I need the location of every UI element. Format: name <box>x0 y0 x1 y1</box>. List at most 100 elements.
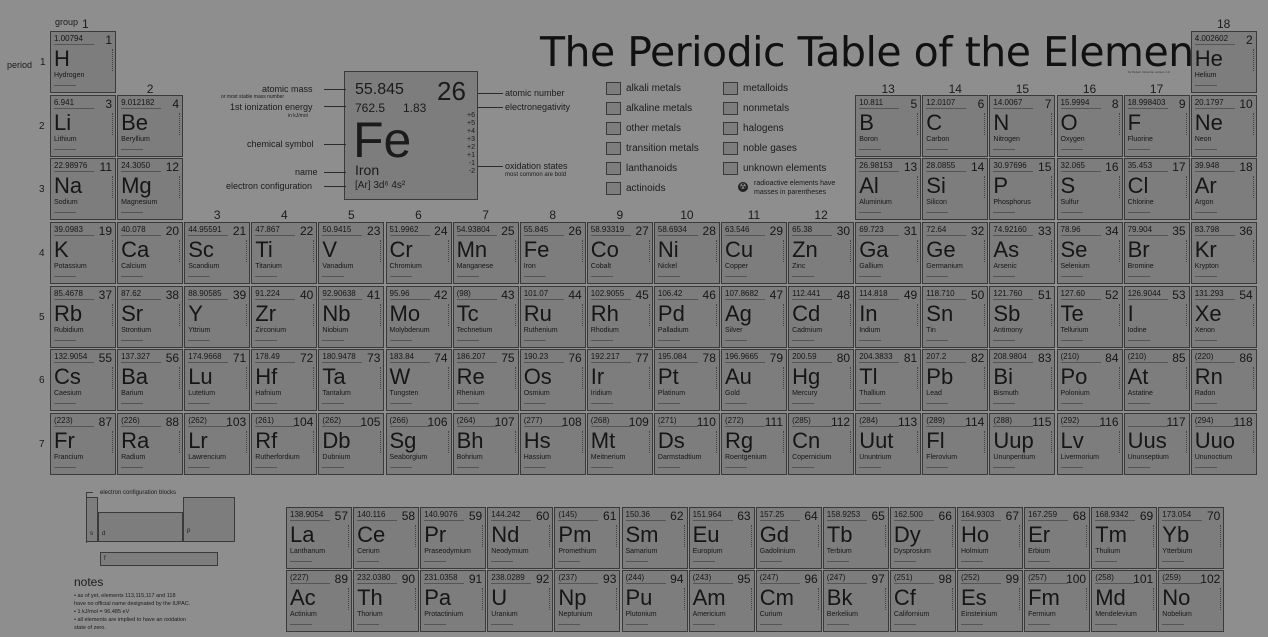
element-cell-as[interactable]: 74.9216033AsArsenic <box>989 222 1056 284</box>
element-cell-pt[interactable]: 195.08478PtPlatinum <box>653 349 720 411</box>
element-cell-ne[interactable]: 20.179710NeNeon <box>1190 95 1257 157</box>
element-cell-p[interactable]: 30.9769615PPhosphorus <box>989 158 1056 220</box>
element-cell-uut[interactable]: (284)113UutUnuntrium <box>855 413 922 475</box>
element-cell-tm[interactable]: 168.934269TmThulium <box>1091 507 1158 569</box>
element-cell-no[interactable]: (259)102NoNobelium <box>1158 570 1225 632</box>
element-cell-ce[interactable]: 140.11658CeCerium <box>353 507 420 569</box>
element-cell-uup[interactable]: (288)115UupUnunpentium <box>989 413 1056 475</box>
element-cell-co[interactable]: 58.9331927CoCobalt <box>586 222 653 284</box>
element-cell-sr[interactable]: 87.6238SrStrontium <box>117 286 184 348</box>
element-cell-er[interactable]: 167.25968ErErbium <box>1024 507 1091 569</box>
element-cell-np[interactable]: (237)93NpNeptunium <box>554 570 621 632</box>
element-cell-lv[interactable]: (292)116LvLivermorium <box>1056 413 1123 475</box>
element-cell-pa[interactable]: 231.035891PaProtactinium <box>420 570 487 632</box>
element-cell-s[interactable]: 32.06516SSulfur <box>1056 158 1123 220</box>
element-cell-f[interactable]: 18.9984039FFluorine <box>1123 95 1190 157</box>
element-cell-ir[interactable]: 192.21777IrIridium <box>586 349 653 411</box>
element-cell-yb[interactable]: 173.05470YbYtterbium <box>1158 507 1225 569</box>
element-cell-cu[interactable]: 63.54629CuCopper <box>721 222 787 284</box>
element-cell-o[interactable]: 15.99948OOxygen <box>1056 95 1123 157</box>
element-cell-ti[interactable]: 47.86722TiTitanium <box>251 222 318 284</box>
element-cell-po[interactable]: (210)84PoPolonium <box>1056 349 1123 411</box>
element-cell-sn[interactable]: 118.71050SnTin <box>922 286 989 348</box>
element-cell-mn[interactable]: 54.9380425MnManganese <box>452 222 519 284</box>
element-cell-pm[interactable]: (145)61PmPromethium <box>554 507 621 569</box>
element-cell-uus[interactable]: 117UusUnunseptium <box>1123 413 1190 475</box>
element-cell-nd[interactable]: 144.24260NdNeodymium <box>487 507 554 569</box>
element-cell-db[interactable]: (262)105DbDubnium <box>318 413 385 475</box>
element-cell-re[interactable]: 186.20775ReRhenium <box>452 349 519 411</box>
element-cell-te[interactable]: 127.6052TeTellurium <box>1056 286 1123 348</box>
element-cell-b[interactable]: 10.8115BBoron <box>855 95 922 157</box>
element-cell-sg[interactable]: (266)106SgSeaborgium <box>385 413 452 475</box>
element-cell-al[interactable]: 26.9815313AlAluminium <box>855 158 922 220</box>
element-cell-cd[interactable]: 112.44148CdCadmium <box>788 286 855 348</box>
element-cell-hg[interactable]: 200.5980HgMercury <box>788 349 855 411</box>
element-cell-cl[interactable]: 35.45317ClChlorine <box>1123 158 1190 220</box>
element-cell-n[interactable]: 14.00677NNitrogen <box>989 95 1056 157</box>
element-cell-sc[interactable]: 44.9559121ScScandium <box>184 222 251 284</box>
element-cell-rb[interactable]: 85.467837RbRubidium <box>50 286 116 348</box>
element-cell-se[interactable]: 78.9634SeSelenium <box>1056 222 1123 284</box>
element-cell-sb[interactable]: 121.76051SbAntimony <box>989 286 1056 348</box>
element-cell-pd[interactable]: 106.4246PdPalladium <box>653 286 720 348</box>
element-cell-rf[interactable]: (261)104RfRutherfordium <box>251 413 318 475</box>
element-cell-ca[interactable]: 40.07820CaCalcium <box>117 222 184 284</box>
element-cell-nb[interactable]: 92.9063841NbNiobium <box>318 286 385 348</box>
element-cell-th[interactable]: 232.038090ThThorium <box>353 570 420 632</box>
element-cell-pu[interactable]: (244)94PuPlutonium <box>621 570 688 632</box>
element-cell-cs[interactable]: 132.905455CsCaesium <box>50 349 116 411</box>
element-cell-fr[interactable]: (223)87FrFrancium <box>50 413 116 475</box>
element-cell-si[interactable]: 28.085514SiSilicon <box>922 158 989 220</box>
element-cell-au[interactable]: 196.966579AuGold <box>721 349 787 411</box>
element-cell-hf[interactable]: 178.4972HfHafnium <box>251 349 318 411</box>
element-cell-ac[interactable]: (227)89AcActinium <box>286 570 352 632</box>
element-cell-li[interactable]: 6.9413LiLithium <box>50 95 116 157</box>
element-cell-am[interactable]: (243)95AmAmericium <box>688 570 755 632</box>
element-cell-es[interactable]: (252)99EsEinsteinium <box>957 570 1023 632</box>
element-cell-h[interactable]: 1.007941HHydrogen <box>50 31 116 93</box>
element-cell-eu[interactable]: 151.96463EuEuropium <box>688 507 755 569</box>
element-cell-ds[interactable]: (271)110DsDarmstadtium <box>653 413 720 475</box>
element-cell-pb[interactable]: 207.282PbLead <box>922 349 989 411</box>
element-cell-c[interactable]: 12.01076CCarbon <box>922 95 989 157</box>
element-cell-bi[interactable]: 208.980483BiBismuth <box>989 349 1056 411</box>
element-cell-md[interactable]: (258)101MdMendelevium <box>1091 570 1158 632</box>
element-cell-mt[interactable]: (268)109MtMeitnerium <box>586 413 653 475</box>
element-cell-bk[interactable]: (247)97BkBerkelium <box>822 570 889 632</box>
element-cell-in[interactable]: 114.81849InIndium <box>855 286 922 348</box>
element-cell-ta[interactable]: 180.947873TaTantalum <box>318 349 385 411</box>
element-cell-fl[interactable]: (289)114FlFlerovium <box>922 413 989 475</box>
element-cell-at[interactable]: (210)85AtAstatine <box>1123 349 1190 411</box>
element-cell-ba[interactable]: 137.32756BaBarium <box>117 349 184 411</box>
element-cell-ra[interactable]: (226)88RaRadium <box>117 413 184 475</box>
element-cell-rh[interactable]: 102.905545RhRhodium <box>586 286 653 348</box>
element-cell-y[interactable]: 88.9058539YYttrium <box>184 286 251 348</box>
element-cell-ru[interactable]: 101.0744RuRuthenium <box>519 286 586 348</box>
element-cell-rg[interactable]: (272)111RgRoentgenium <box>721 413 787 475</box>
element-cell-kr[interactable]: 83.79836KrKrypton <box>1190 222 1257 284</box>
element-cell-uuo[interactable]: (294)118UuoUnunoctium <box>1190 413 1257 475</box>
element-cell-dy[interactable]: 162.50066DyDysprosium <box>889 507 956 569</box>
element-cell-ar[interactable]: 39.94818ArArgon <box>1190 158 1257 220</box>
element-cell-pr[interactable]: 140.907659PrPraseodymium <box>420 507 487 569</box>
element-cell-ho[interactable]: 164.930367HoHolmium <box>957 507 1023 569</box>
element-cell-u[interactable]: 238.028992UUranium <box>487 570 554 632</box>
element-cell-ge[interactable]: 72.6432GeGermanium <box>922 222 989 284</box>
element-cell-k[interactable]: 39.098319KPotassium <box>50 222 116 284</box>
element-cell-mg[interactable]: 24.305012MgMagnesium <box>117 158 184 220</box>
element-cell-cn[interactable]: (285)112CnCopernicium <box>788 413 855 475</box>
element-cell-bh[interactable]: (264)107BhBohrium <box>452 413 519 475</box>
element-cell-v[interactable]: 50.941523VVanadium <box>318 222 385 284</box>
element-cell-mo[interactable]: 95.9642MoMolybdenum <box>385 286 452 348</box>
element-cell-xe[interactable]: 131.29354XeXenon <box>1190 286 1257 348</box>
element-cell-os[interactable]: 190.2376OsOsmium <box>519 349 586 411</box>
element-cell-be[interactable]: 9.0121824BeBeryllium <box>117 95 184 157</box>
element-cell-na[interactable]: 22.9897611NaSodium <box>50 158 116 220</box>
element-cell-lr[interactable]: (262)103LrLawrencium <box>184 413 251 475</box>
element-cell-br[interactable]: 79.90435BrBromine <box>1123 222 1190 284</box>
element-cell-ga[interactable]: 69.72331GaGallium <box>855 222 922 284</box>
element-cell-cm[interactable]: (247)96CmCurium <box>755 570 822 632</box>
element-cell-lu[interactable]: 174.966871LuLutetium <box>184 349 251 411</box>
element-cell-fm[interactable]: (257)100FmFermium <box>1024 570 1091 632</box>
